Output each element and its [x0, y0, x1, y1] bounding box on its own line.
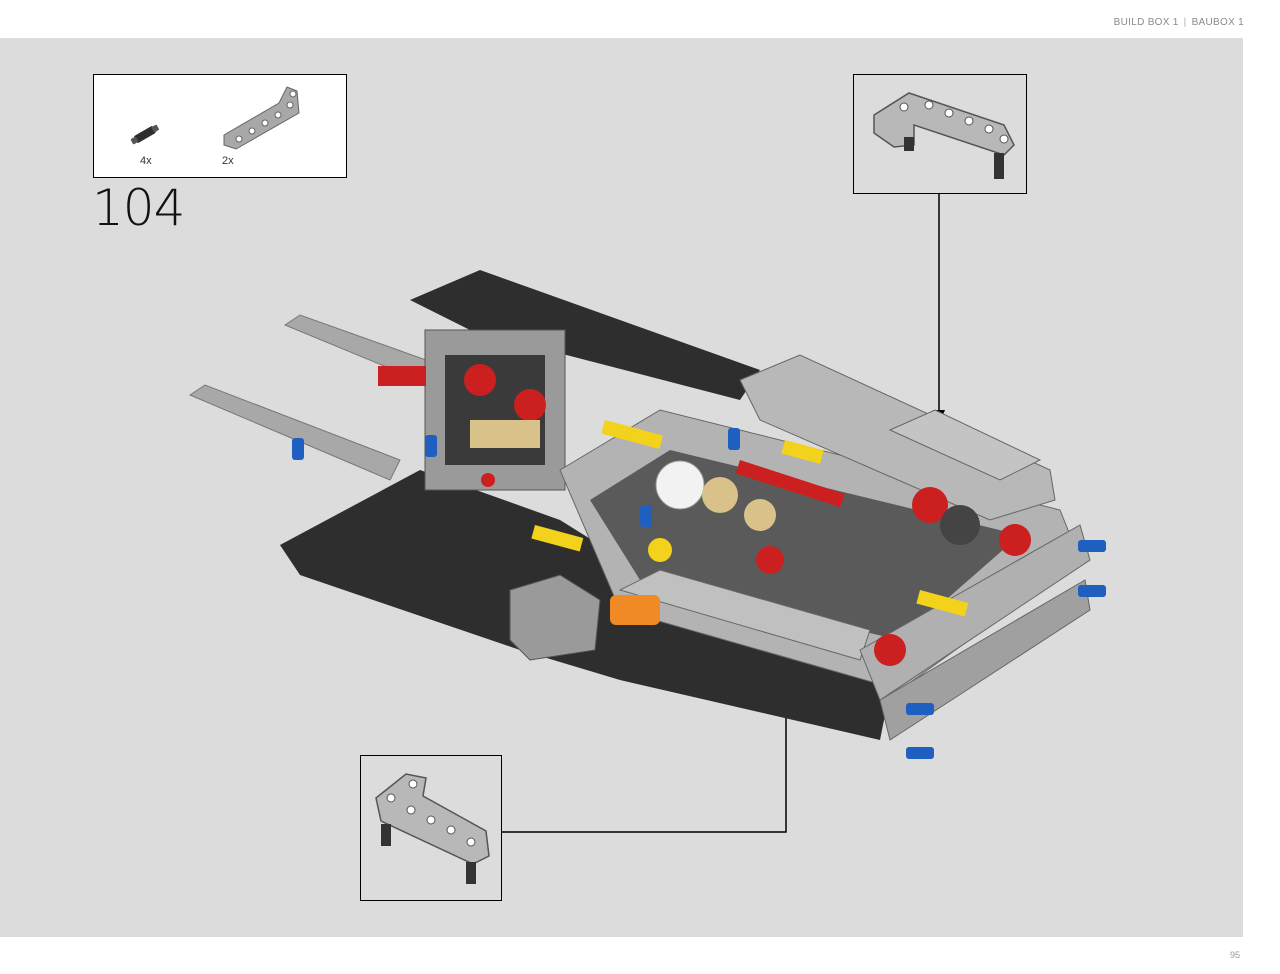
yellow-axle-4	[916, 589, 969, 617]
new-l-beam-top	[888, 409, 1042, 481]
tan-gear-2	[744, 499, 776, 531]
red-gear-front	[874, 634, 906, 666]
white-gear	[655, 460, 705, 510]
red-axle-cap	[481, 473, 495, 487]
red-gear-left	[464, 364, 496, 396]
blue-pin-2	[1078, 585, 1106, 597]
top-right-beam	[739, 354, 1056, 521]
yellow-connector	[648, 538, 672, 562]
header-label: BUILD BOX 1 | BAUBOX 1	[1114, 17, 1244, 28]
left-arm-lower	[188, 384, 401, 481]
left-lower-block	[509, 574, 601, 661]
red-gear-diff-left	[912, 487, 948, 523]
front-beam-new	[618, 569, 871, 661]
tan-gears	[470, 420, 540, 448]
red-gear-diff-right	[999, 524, 1031, 556]
blue-pin-6	[425, 435, 437, 457]
right-lower-beam	[879, 579, 1091, 741]
differential-housing	[940, 505, 980, 545]
red-gear-center	[756, 546, 784, 574]
parts-list-box: 4x 2x	[93, 74, 347, 178]
blue-pin-5	[292, 438, 304, 460]
parts-illustration	[130, 86, 300, 150]
red-gear-right	[514, 389, 546, 421]
step-number: 104	[92, 179, 185, 237]
orange-part	[610, 595, 660, 625]
blue-pin-1	[1078, 540, 1106, 552]
blue-pin-4	[906, 747, 934, 759]
l-beam-part	[223, 86, 300, 150]
blue-pin-3	[906, 703, 934, 715]
callout-bottom-detail	[360, 755, 502, 901]
right-side-beam	[859, 524, 1091, 701]
build-box-label: BUILD BOX 1	[1113, 17, 1179, 28]
baubox-label: BAUBOX 1	[1191, 17, 1244, 28]
pin-connector-part	[130, 124, 159, 145]
l-beam-quantity: 2x	[222, 155, 234, 167]
yellow-axle-1	[601, 420, 663, 450]
blue-pin-8	[728, 428, 740, 450]
blue-pin-7	[640, 505, 652, 527]
pin-connector-quantity: 4x	[140, 155, 152, 167]
dark-rear-beam	[410, 270, 760, 400]
red-shaft	[735, 459, 845, 508]
header-separator: |	[1183, 17, 1187, 28]
page-number: 95	[1229, 950, 1240, 960]
red-connector-left	[378, 366, 426, 386]
tan-gear-1	[702, 477, 738, 513]
yellow-axle-2	[781, 440, 824, 464]
yellow-axle-3	[531, 525, 584, 552]
l-beam-detail-bottom	[375, 773, 490, 884]
l-beam-detail-top	[873, 92, 1015, 179]
callout-top-detail	[853, 74, 1027, 194]
